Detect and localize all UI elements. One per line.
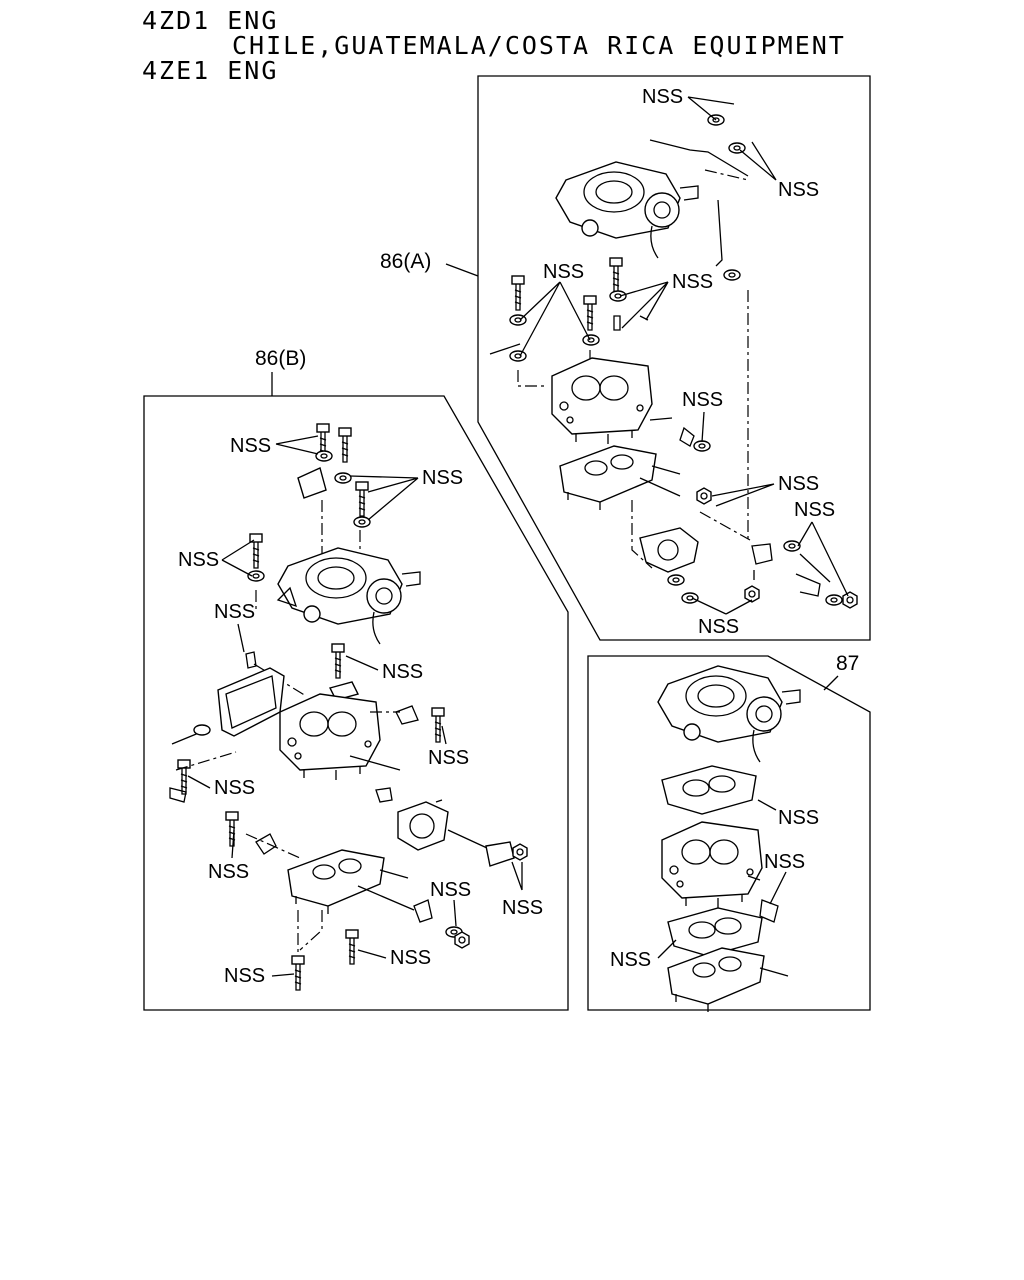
nss-label: NSS — [214, 777, 255, 799]
callout-87: 87 — [836, 652, 859, 675]
nss-label: NSS — [502, 897, 543, 919]
header-line-2: CHILE,GUATEMALA/COSTA RICA EQUIPMENT — [232, 31, 846, 60]
nss-label: NSS — [778, 807, 819, 829]
nss-label: NSS — [610, 949, 651, 971]
nss-label: NSS — [682, 389, 723, 411]
nss-label: NSS — [778, 179, 819, 201]
nss-label: NSS — [230, 435, 271, 457]
nss-label: NSS — [224, 965, 265, 987]
nss-label: NSS — [794, 499, 835, 521]
nss-label: NSS — [778, 473, 819, 495]
nss-label: NSS — [214, 601, 255, 623]
header-line-3: 4ZE1 ENG — [142, 56, 279, 85]
nss-label: NSS — [208, 861, 249, 883]
nss-label: NSS — [672, 271, 713, 293]
panel-86b: 86(B) — [143, 347, 569, 1011]
panel-87: 87 NSS NSS NSS — [587, 652, 871, 1013]
nss-label: NSS — [430, 879, 471, 901]
header-line-1: 4ZD1 ENG — [142, 6, 279, 35]
nss-label: NSS — [428, 747, 469, 769]
callout-86b: 86(B) — [255, 347, 306, 370]
nss-label: NSS — [642, 86, 683, 108]
panel-86a: 86(A) — [380, 75, 871, 641]
callout-86a: 86(A) — [380, 250, 431, 273]
nss-label: NSS — [382, 661, 423, 683]
nss-label: NSS — [764, 851, 805, 873]
nss-label: NSS — [698, 616, 739, 638]
nss-label: NSS — [178, 549, 219, 571]
nss-label: NSS — [543, 261, 584, 283]
nss-label: NSS — [390, 947, 431, 969]
nss-label: NSS — [422, 467, 463, 489]
